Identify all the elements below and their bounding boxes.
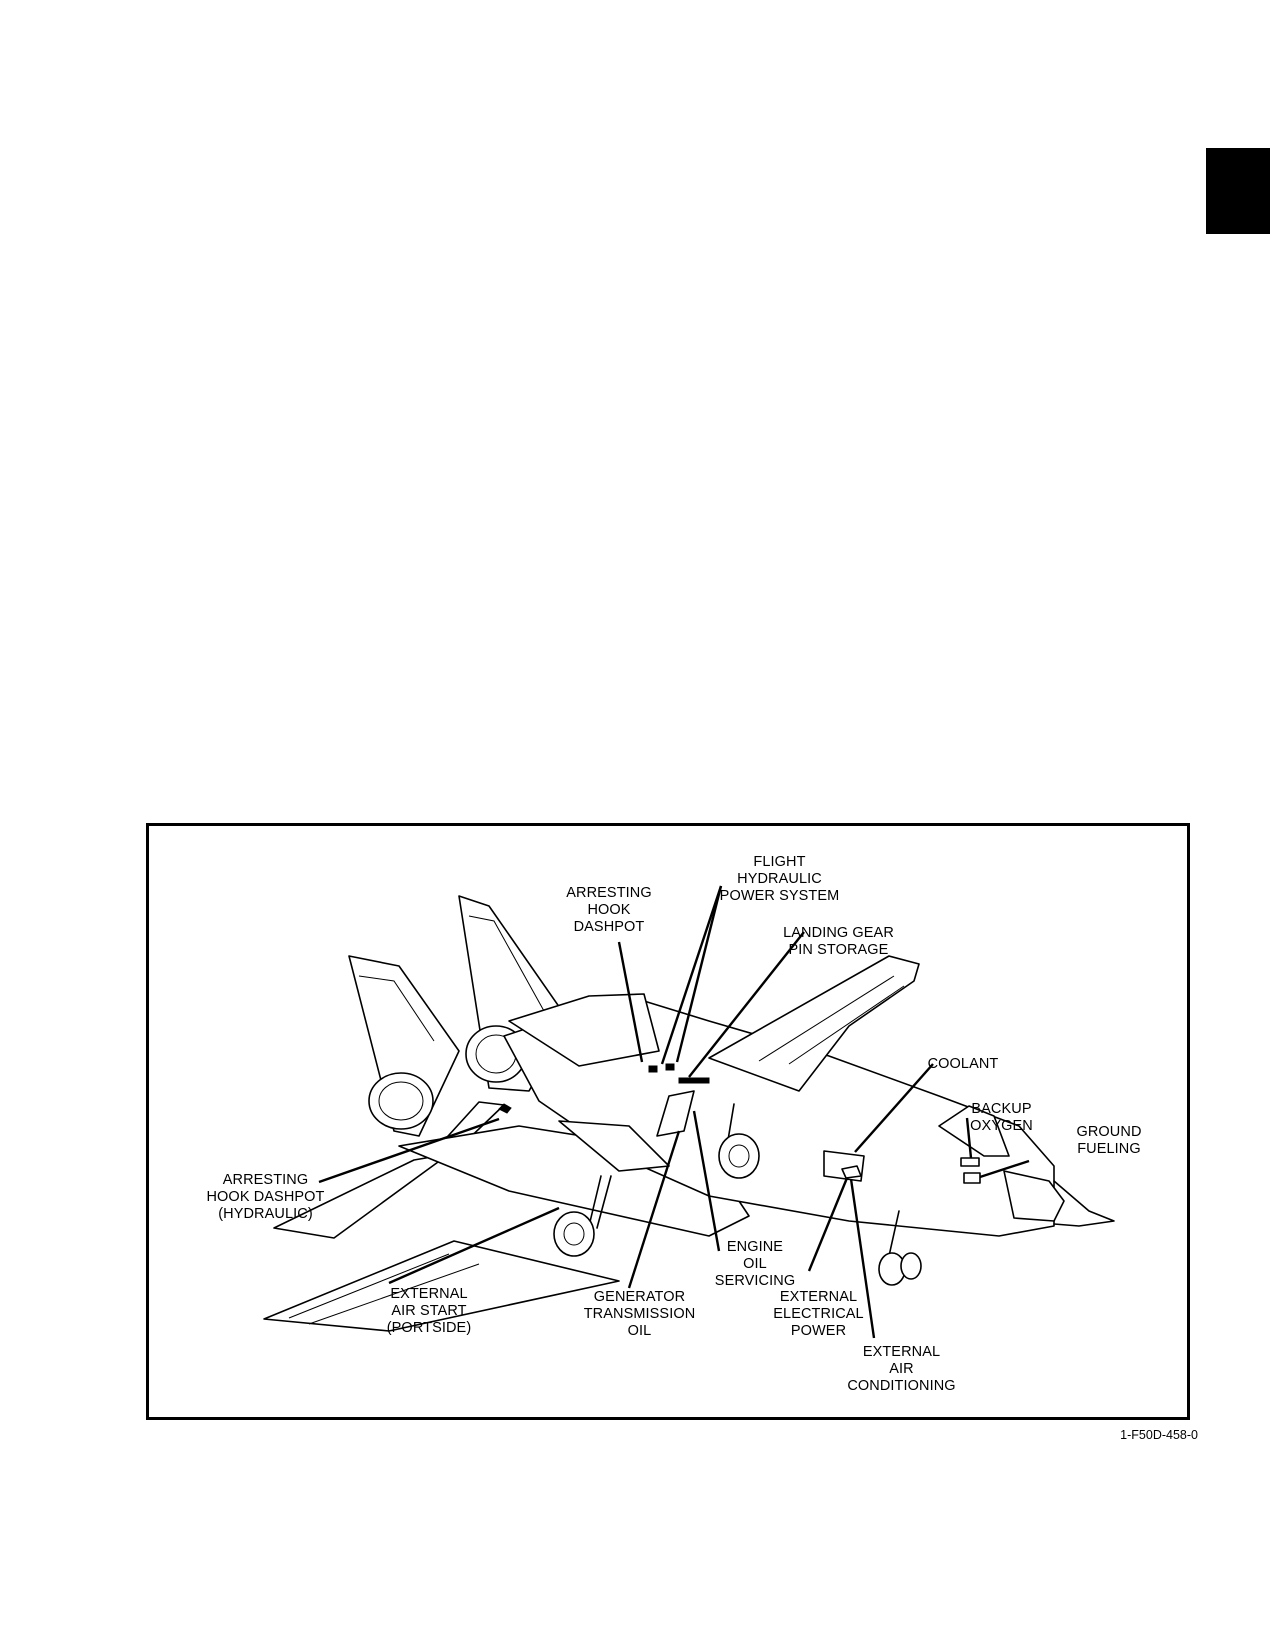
ground-fueling-panel xyxy=(963,1172,981,1184)
engine-nozzle-left xyxy=(368,1072,434,1130)
main-gear-wheel xyxy=(553,1211,595,1257)
center-gear-wheel xyxy=(718,1133,760,1179)
canopy xyxy=(938,1105,1010,1157)
figure-id: 1-F50D-458-0 xyxy=(1120,1428,1198,1442)
label-generator-transmission-oil: GENERATOR TRANSMISSION OIL xyxy=(583,1289,696,1339)
label-arresting-hook-dashpot: ARRESTING HOOK DASHPOT xyxy=(566,885,652,935)
nose-cone xyxy=(1003,1170,1065,1222)
generator-oil-panel xyxy=(656,1090,695,1137)
label-engine-oil-servicing: ENGINE OIL SERVICING xyxy=(714,1239,796,1289)
external-power-panel xyxy=(841,1165,862,1179)
label-arresting-hook-dashpot-hydraulic: ARRESTING HOOK DASHPOT (HYDRAULIC) xyxy=(206,1172,325,1222)
label-ground-fueling: GROUND FUELING xyxy=(1076,1124,1142,1157)
backup-oxygen-panel xyxy=(960,1157,980,1167)
servicing-diagram-frame: FLIGHT HYDRAULIC POWER SYSTEM ARRESTING … xyxy=(146,823,1190,1420)
label-landing-gear-pin-storage: LANDING GEAR PIN STORAGE xyxy=(783,925,894,958)
label-external-air-start: EXTERNAL AIR START (PORTSIDE) xyxy=(386,1286,472,1336)
label-flight-hydraulic-power-system: FLIGHT HYDRAULIC POWER SYSTEM xyxy=(719,854,840,904)
section-tab-marker xyxy=(1206,148,1270,234)
label-coolant: COOLANT xyxy=(927,1056,999,1072)
wing-glove xyxy=(708,955,920,1092)
label-external-electrical-power: EXTERNAL ELECTRICAL POWER xyxy=(773,1289,864,1339)
aircraft-drawing xyxy=(263,885,1115,1339)
leader-lines xyxy=(318,885,1030,1339)
label-backup-oxygen: BACKUP OXYGEN xyxy=(970,1101,1033,1134)
label-external-air-conditioning: EXTERNAL AIR CONDITIONING xyxy=(847,1344,956,1394)
